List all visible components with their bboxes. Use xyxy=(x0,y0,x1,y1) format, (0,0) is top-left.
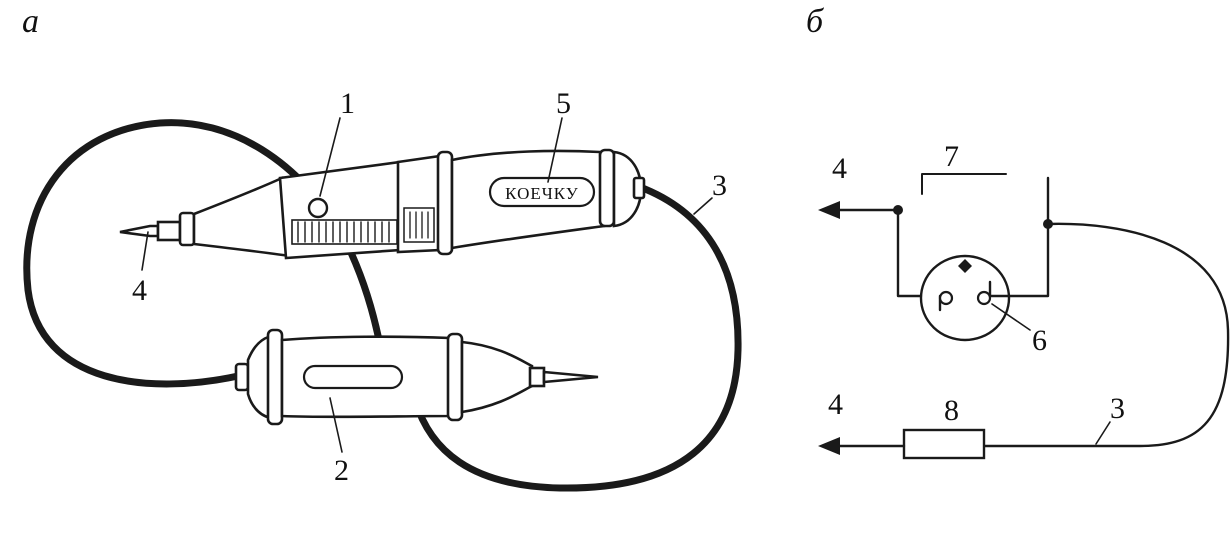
resistor-8 xyxy=(902,428,986,460)
label-b-3: 3 xyxy=(1110,392,1125,425)
label-b-4-top: 4 xyxy=(832,152,847,185)
label-b-8: 8 xyxy=(944,394,959,427)
lower-probe-tip xyxy=(542,370,599,384)
leader-5 xyxy=(547,117,563,183)
lower-probe-window xyxy=(302,364,404,390)
label-b-6: 6 xyxy=(1032,324,1047,357)
scale-plate-text: КОЕЧКУ xyxy=(505,184,579,203)
label-b-7: 7 xyxy=(944,140,959,173)
panel-b: б 4 7 6 4 8 3 xyxy=(806,3,1230,460)
label-5: 5 xyxy=(556,87,571,120)
lamp-center-dot xyxy=(958,259,972,273)
bottom-arrowhead xyxy=(818,437,840,455)
indicator-lamp xyxy=(307,197,329,219)
label-b-4-bottom: 4 xyxy=(828,388,843,421)
scale-plate xyxy=(488,176,596,208)
label-3: 3 xyxy=(712,169,727,202)
upper-probe-tip xyxy=(119,224,160,238)
leader-3b xyxy=(1095,421,1111,445)
upper-probe: КОЕЧКУ xyxy=(119,148,646,260)
leader-1 xyxy=(319,117,341,197)
label-1: 1 xyxy=(340,87,355,120)
leader-6 xyxy=(991,303,1031,331)
lower-probe xyxy=(234,328,599,426)
leader-4 xyxy=(141,231,149,271)
label-2: 2 xyxy=(334,454,349,487)
panel-b-letter: б xyxy=(806,3,825,40)
panel-a: а xyxy=(22,3,742,492)
leader-2 xyxy=(329,397,343,453)
label-4: 4 xyxy=(132,274,147,307)
bracket-7 xyxy=(921,173,1007,195)
return-wire-3 xyxy=(982,222,1230,448)
panel-a-letter: а xyxy=(22,3,39,40)
leader-3 xyxy=(693,197,713,215)
top-arrowhead xyxy=(818,201,840,219)
neon-lamp xyxy=(919,254,1011,342)
